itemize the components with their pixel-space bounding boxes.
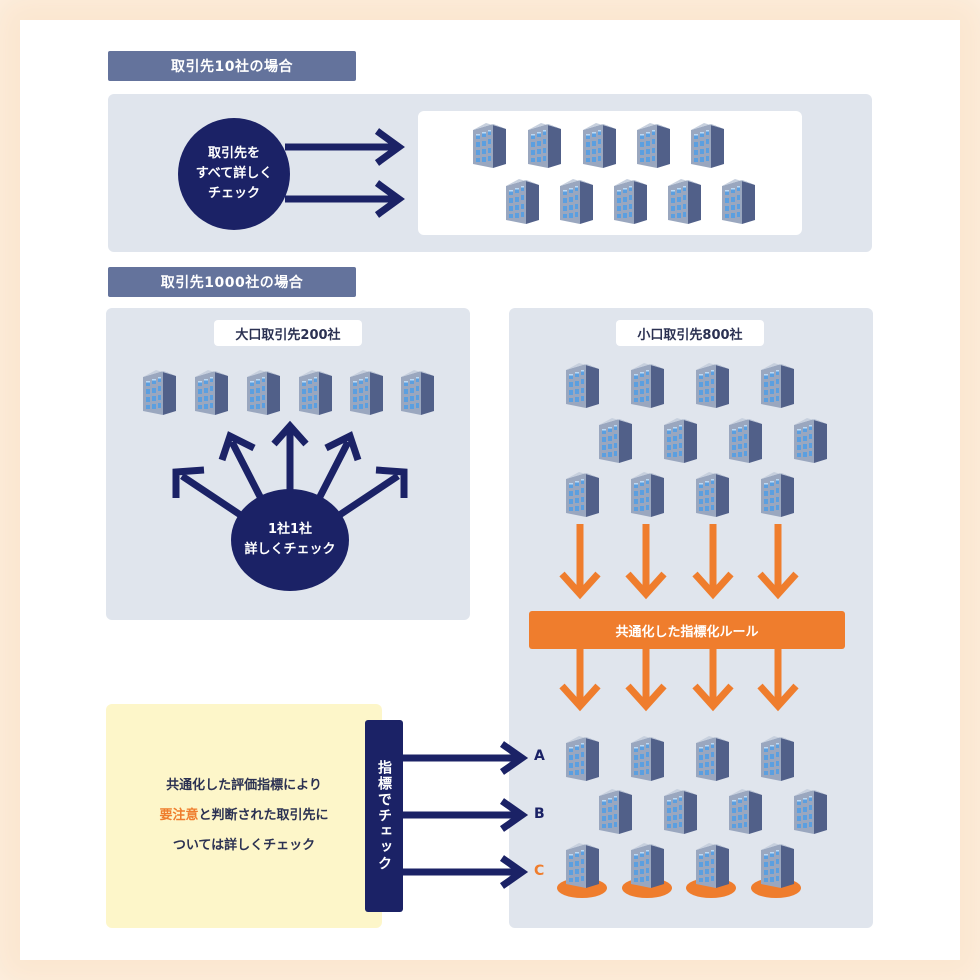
building-icon — [631, 736, 664, 781]
building-icon — [560, 179, 593, 224]
building-icon — [583, 123, 616, 168]
note-line2: 要注意と判断された取引先に — [159, 801, 328, 831]
level-b-label: B — [534, 806, 545, 822]
circle-line: すべて詳しく — [195, 166, 273, 181]
building-icon — [143, 370, 176, 415]
index-check-bar: 指標でチェック — [365, 720, 403, 912]
circle-line: 1社1社 — [267, 522, 313, 537]
level-a-label: A — [534, 748, 545, 764]
note-highlight: 要注意 — [159, 808, 199, 823]
building-icon — [631, 843, 664, 888]
building-icon — [722, 179, 755, 224]
building-icon — [631, 363, 664, 408]
building-icon — [794, 789, 827, 834]
building-icon — [401, 370, 434, 415]
building-icon — [631, 472, 664, 517]
small-clients-label: 小口取引先800社 — [616, 320, 764, 346]
building-icon — [664, 789, 697, 834]
building-icon — [729, 418, 762, 463]
building-icon — [566, 363, 599, 408]
arrow-icon — [559, 524, 799, 712]
building-icon — [761, 363, 794, 408]
building-icon — [664, 418, 697, 463]
building-icon — [566, 843, 599, 888]
building-icon — [761, 736, 794, 781]
building-icon — [566, 736, 599, 781]
building-icon — [691, 123, 724, 168]
note-line2-rest: と判断された取引先に — [198, 808, 329, 823]
building-icon — [528, 123, 561, 168]
section2-header: 取引先1000社の場合 — [108, 267, 356, 297]
building-icon — [761, 472, 794, 517]
building-icon — [696, 843, 729, 888]
note-line1: 共通化した評価指標により — [166, 778, 322, 793]
note-line3: ついては詳しくチェック — [172, 838, 316, 853]
building-icon — [696, 736, 729, 781]
note-box: 共通化した評価指標により 要注意と判断された取引先に ついては詳しくチェック — [106, 704, 382, 928]
building-icon — [599, 789, 632, 834]
circle-line: 取引先を — [207, 146, 260, 161]
section1-header: 取引先10社の場合 — [108, 51, 356, 81]
building-icon — [761, 843, 794, 888]
building-icon — [668, 179, 701, 224]
section1-circle: 取引先を すべて詳しく チェック — [178, 118, 290, 230]
circle-line: 詳しくチェック — [244, 542, 336, 557]
building-icon — [794, 418, 827, 463]
building-icon — [566, 472, 599, 517]
building-icon — [299, 370, 332, 415]
building-icon — [599, 418, 632, 463]
arrow-icon — [285, 128, 405, 218]
building-icon — [195, 370, 228, 415]
building-icon — [696, 472, 729, 517]
large-clients-label: 大口取引先200社 — [214, 320, 362, 346]
building-icon — [637, 123, 670, 168]
level-c-label: C — [534, 863, 545, 879]
building-icon — [506, 179, 539, 224]
rule-bar: 共通化した指標化ルール — [529, 611, 845, 649]
building-icon — [729, 789, 762, 834]
circle-line: チェック — [207, 186, 260, 201]
building-icon — [350, 370, 383, 415]
building-icon — [473, 123, 506, 168]
building-icon — [247, 370, 280, 415]
large-clients-circle: 1社1社 詳しくチェック — [231, 489, 349, 591]
arrow-icon — [402, 741, 529, 889]
building-icon — [696, 363, 729, 408]
building-icon — [614, 179, 647, 224]
